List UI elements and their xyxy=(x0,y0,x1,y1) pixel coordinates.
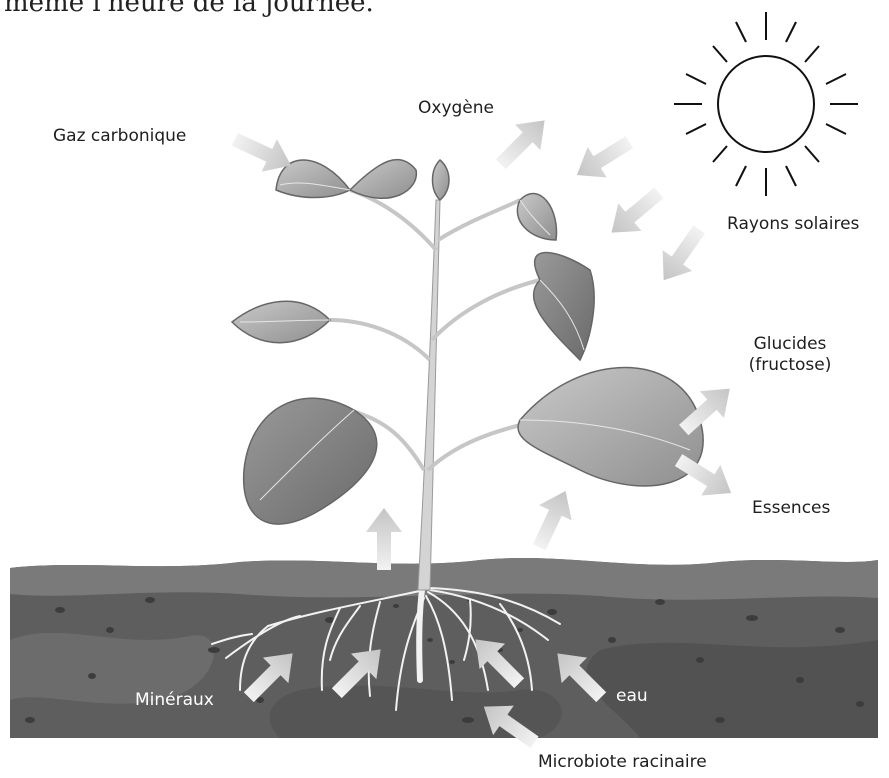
label-microbiote-racinaire: Microbiote racinaire xyxy=(538,752,707,773)
sun-icon xyxy=(674,12,858,196)
arrow-sun-2 xyxy=(600,179,671,246)
arrow-sun-3 xyxy=(649,219,714,290)
label-eau: eau xyxy=(616,686,648,707)
arrow-sap-left xyxy=(366,508,402,570)
arrow-sun-1 xyxy=(567,127,639,190)
label-glucides-line2: (fructose) xyxy=(735,355,845,376)
label-glucides-line1: Glucides xyxy=(735,334,845,355)
label-essences: Essences xyxy=(752,498,830,519)
label-oxygene: Oxygène xyxy=(418,98,494,119)
label-rayons-solaires: Rayons solaires xyxy=(727,214,859,235)
label-gaz-carbonique: Gaz carbonique xyxy=(53,126,186,147)
arrow-sap-right xyxy=(523,483,582,554)
arrow-oxygene xyxy=(488,108,557,177)
label-glucides: Glucides (fructose) xyxy=(735,334,845,376)
label-mineraux: Minéraux xyxy=(135,690,214,711)
plant-stem xyxy=(418,200,440,590)
